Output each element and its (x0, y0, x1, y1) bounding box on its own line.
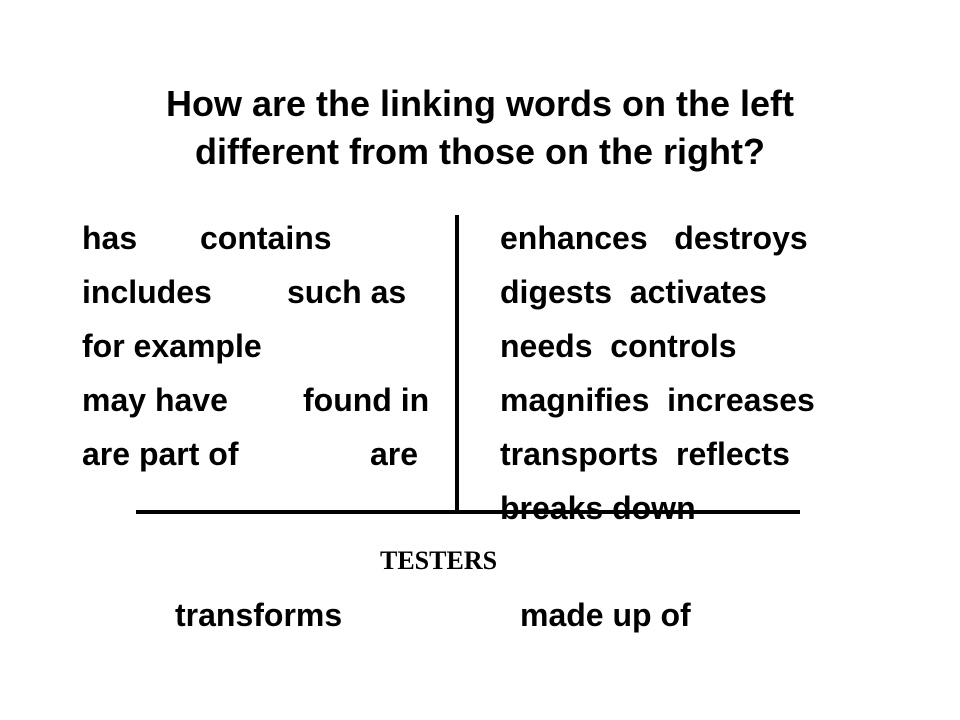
vertical-divider (455, 215, 459, 512)
left-word-includes: includes (82, 274, 212, 310)
left-word-contains: contains (200, 220, 332, 256)
left-word-such-as: such as (287, 274, 407, 310)
right-row-2: digests activates (500, 274, 767, 310)
tester-word-made-up-of: made up of (520, 597, 691, 633)
title-line-1: How are the linking words on the left (165, 83, 795, 124)
tester-word-transforms: transforms (175, 597, 343, 633)
right-row-6: breaks down (500, 490, 696, 526)
right-row-5: transports reflects (500, 436, 790, 472)
left-word-are: are (370, 436, 419, 472)
horizontal-divider (136, 510, 800, 514)
title-line-2: different from those on the right? (195, 131, 765, 172)
right-row-4: magnifies increases (500, 382, 815, 418)
slide-title: How are the linking words on the left di… (60, 80, 900, 176)
left-word-has: has (82, 220, 138, 256)
right-row-3: needs controls (500, 328, 737, 364)
testers-label: TESTERS (380, 546, 498, 575)
right-row-1: enhances destroys (500, 220, 808, 256)
left-word-found-in: found in (303, 382, 430, 418)
left-word-are-part-of: are part of (82, 436, 239, 472)
left-word-for-example: for example (82, 328, 262, 364)
left-word-may-have: may have (82, 382, 228, 418)
